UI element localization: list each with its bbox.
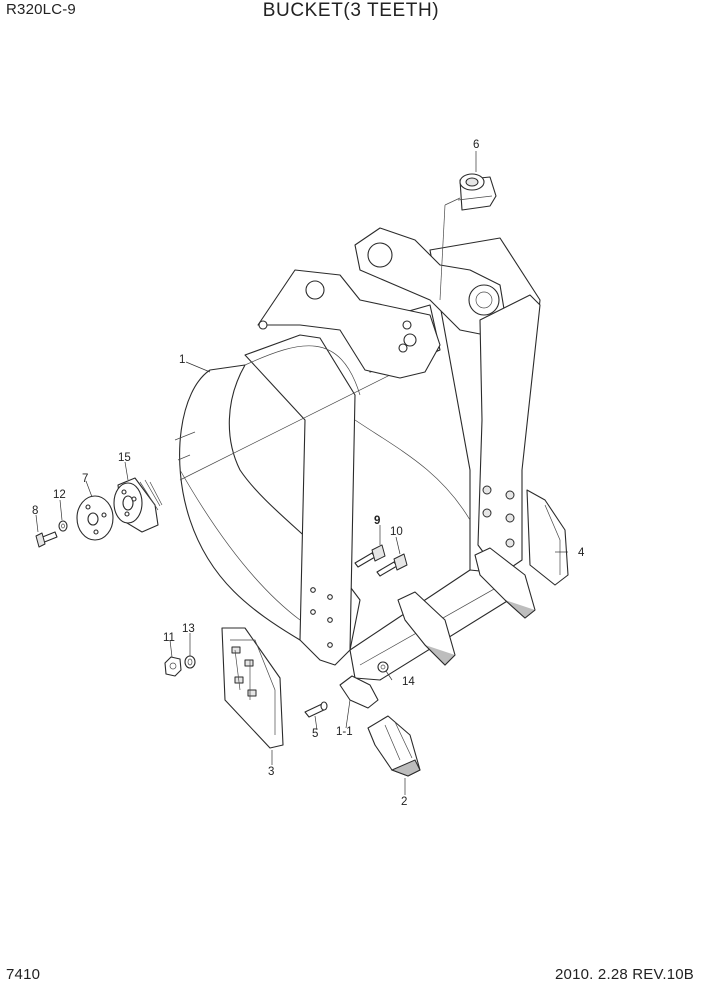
callout-10: 10 [390,526,403,538]
callout-5: 5 [312,728,318,740]
page-number: 7410 [6,966,41,983]
side-cutter-right [526,489,569,586]
callout-leaders [35,151,568,795]
diagram-title: BUCKET(3 TEETH) [262,0,440,21]
callout-6: 6 [473,139,479,151]
model-name: R320LC-9 [6,1,76,18]
callout-7: 7 [82,473,88,485]
left-plate-holes [310,587,333,648]
callout-labels: 1 6 4 15 7 12 8 9 10 13 11 14 5 1-1 3 2 [32,139,585,808]
side-cutter-left [221,627,284,749]
side-cutter-bolts [354,544,408,577]
callout-9: 9 [374,515,380,527]
lock-washer [377,661,389,673]
revision-date: 2010. 2.28 REV.10B [555,966,694,983]
callout-4: 4 [578,547,585,559]
callout-14: 14 [402,676,415,688]
callout-1-1: 1-1 [336,726,353,738]
callout-2: 2 [401,796,407,808]
pin-bushing [457,173,497,211]
callout-12: 12 [53,489,66,501]
callout-13: 13 [182,623,195,635]
callout-1: 1 [179,354,185,366]
side-plate-bolt-holes [482,485,515,548]
callout-11: 11 [163,632,175,644]
tooth-adapters [339,547,536,709]
bucket-tooth [367,715,421,777]
callout-15: 15 [118,452,131,464]
boss-assembly [35,477,163,548]
nut-and-washer [164,655,196,677]
callout-8: 8 [32,505,38,517]
bucket-body [174,197,541,681]
callout-3: 3 [268,766,274,778]
tooth-pin [304,701,328,718]
